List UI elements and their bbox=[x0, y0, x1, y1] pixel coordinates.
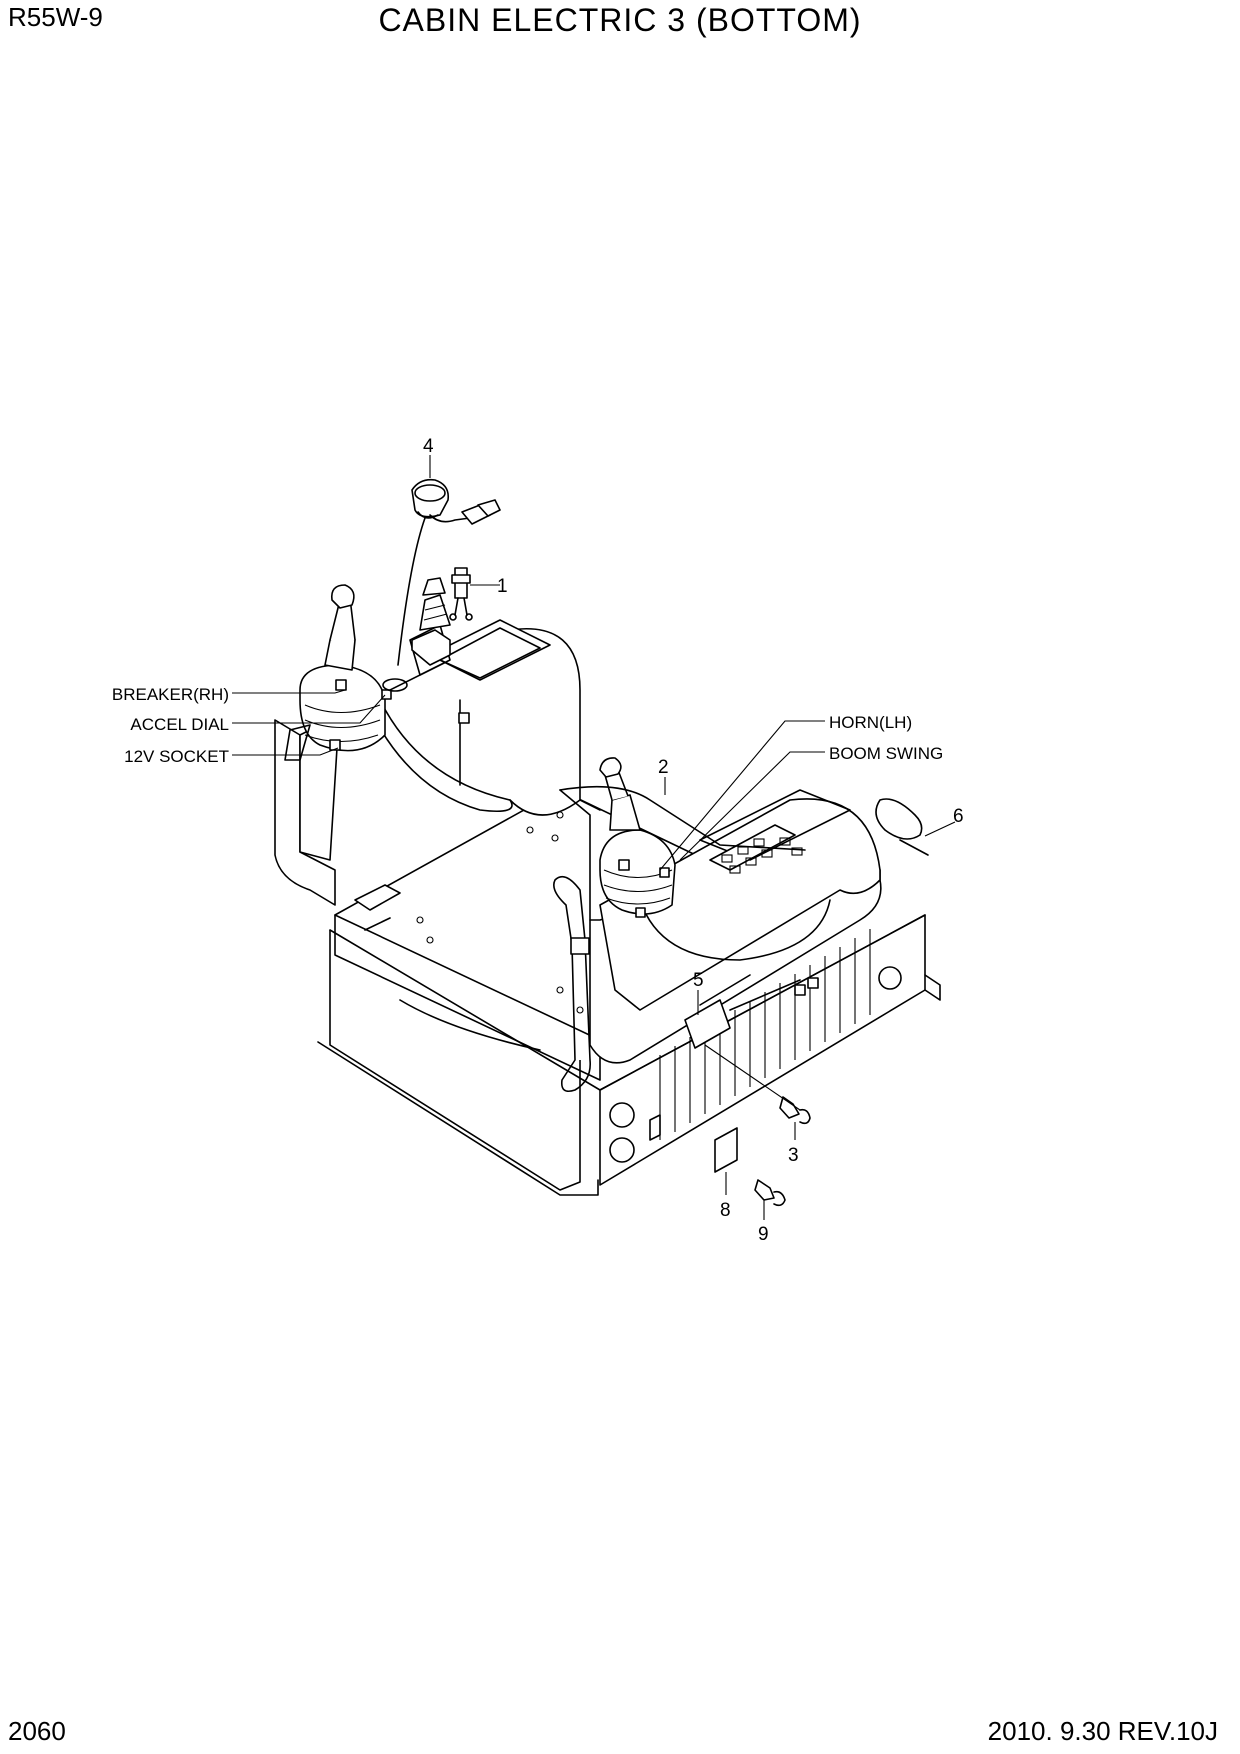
coiled-wire-part-6 bbox=[875, 798, 929, 856]
right-joystick bbox=[599, 757, 676, 918]
socket-connector-part-1 bbox=[449, 567, 473, 621]
callout-1: 1 bbox=[497, 576, 508, 597]
bolt-part-9 bbox=[754, 1179, 786, 1207]
callout-8: 8 bbox=[720, 1200, 731, 1221]
label-breaker-rh: BREAKER(RH) bbox=[112, 685, 229, 704]
callout-2: 2 bbox=[658, 757, 669, 778]
harness-part-2 bbox=[559, 785, 806, 851]
seat-base-frame bbox=[317, 914, 941, 1196]
breaker-switch-part-4 bbox=[397, 478, 501, 666]
label-boom-swing: BOOM SWING bbox=[829, 744, 943, 763]
page-title: CABIN ELECTRIC 3 (BOTTOM) bbox=[378, 2, 862, 38]
callout-6: 6 bbox=[953, 806, 964, 827]
accel-dial-assembly bbox=[382, 577, 470, 724]
callout-5: 5 bbox=[693, 970, 704, 991]
module-part-5 bbox=[684, 974, 819, 1049]
callout-4: 4 bbox=[423, 436, 434, 457]
page-number: 2060 bbox=[8, 1716, 66, 1746]
hose bbox=[553, 875, 592, 1093]
left-joystick bbox=[284, 584, 392, 761]
bracket-part-8 bbox=[714, 1127, 738, 1173]
revision-date: 2010. 9.30 REV.10J bbox=[987, 1716, 1218, 1746]
bolt-part-3 bbox=[779, 1096, 811, 1125]
label-accel-dial: ACCEL DIAL bbox=[130, 715, 229, 734]
callout-3: 3 bbox=[788, 1145, 799, 1166]
model-code: R55W-9 bbox=[8, 2, 103, 32]
callout-9: 9 bbox=[758, 1224, 769, 1245]
left-console bbox=[274, 619, 581, 906]
label-horn-lh: HORN(LH) bbox=[829, 713, 912, 732]
leader-lines bbox=[232, 455, 956, 1220]
label-12v-socket: 12V SOCKET bbox=[124, 747, 229, 766]
